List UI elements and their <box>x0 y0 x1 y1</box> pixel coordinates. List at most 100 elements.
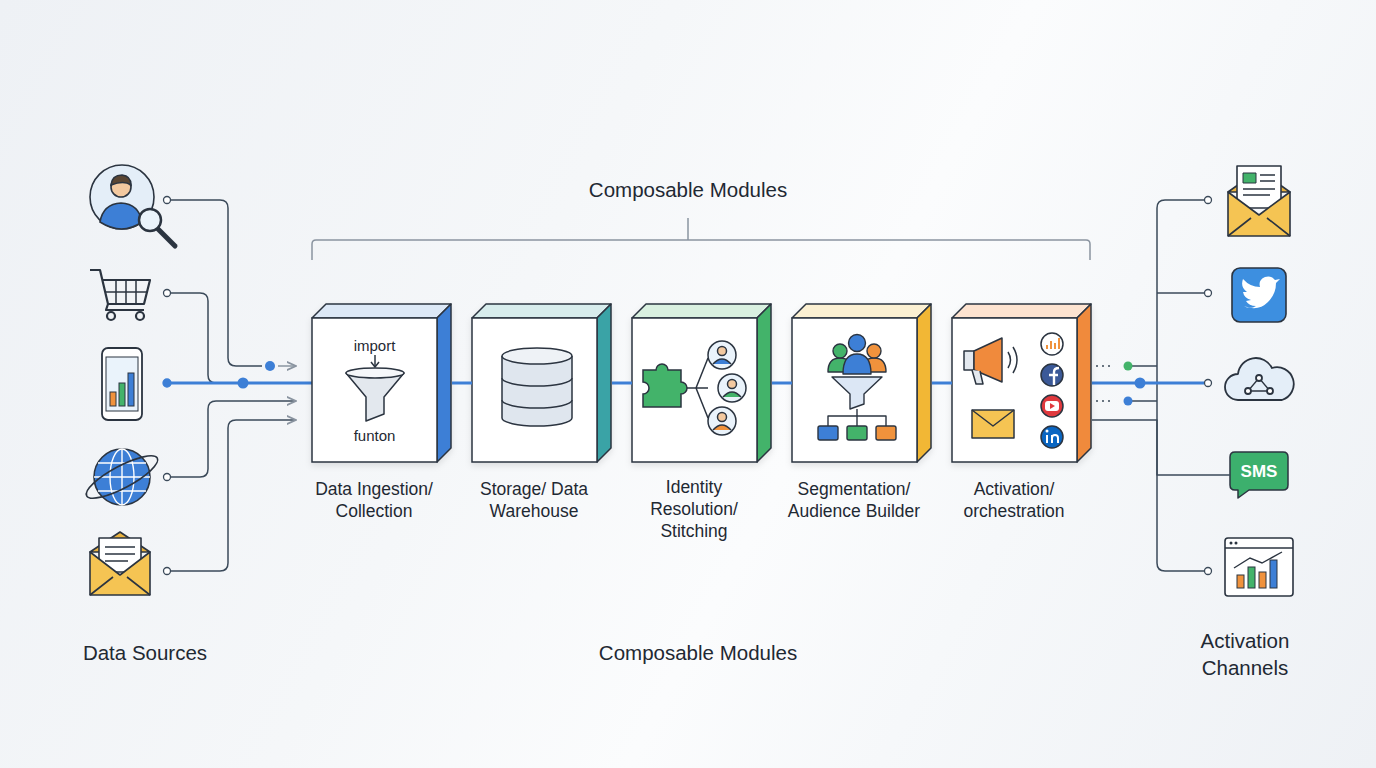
import-arrow <box>374 355 376 366</box>
avatar <box>708 407 736 435</box>
module-label: Activation/ orchestration <box>944 478 1084 522</box>
module-label: Storage/ Data Warehouse <box>459 478 609 522</box>
analytics-bars <box>1047 338 1059 349</box>
channel-wire <box>1157 292 1204 294</box>
window-dot <box>1230 542 1233 545</box>
twitter-bird <box>1242 276 1280 308</box>
source-wire <box>171 401 296 477</box>
wire-dot <box>164 568 171 575</box>
module-cube: Segmentation/ Audience Builder <box>792 303 932 463</box>
cube-front <box>792 318 917 462</box>
flow-dot <box>265 361 275 371</box>
node-outline <box>632 303 772 463</box>
wire-dot <box>164 290 171 297</box>
segment-box <box>876 426 896 440</box>
megaphone-back <box>964 351 974 370</box>
channel-label: SMS <box>1230 461 1288 483</box>
segment-box <box>847 426 867 440</box>
linkedin-logo <box>1047 435 1058 443</box>
network-node <box>1256 375 1262 381</box>
activation-icon <box>964 333 1063 448</box>
node-outline <box>472 303 612 463</box>
module-cube: Storage/ Data Warehouse <box>472 303 612 463</box>
wire-dot <box>164 197 171 204</box>
cube-top <box>792 304 931 318</box>
person-head <box>833 344 847 358</box>
flow-connector <box>772 382 792 385</box>
cart-base <box>106 304 144 310</box>
node-outline <box>792 303 932 463</box>
db-layer <box>502 378 572 408</box>
cube-front <box>472 318 597 462</box>
module-cube: importfuntonData Ingestion/ Collection <box>312 303 452 463</box>
megaphone-handle <box>972 370 983 384</box>
person-body <box>828 358 852 372</box>
megaphone-body <box>974 338 1002 382</box>
database-icon <box>502 348 572 426</box>
user-search-icon <box>90 165 175 246</box>
person-body <box>843 354 871 374</box>
network-node <box>1245 388 1251 394</box>
message-envelope <box>972 410 1014 438</box>
avatar-head <box>718 413 727 422</box>
dashboard-bar <box>1225 547 1293 549</box>
module-bracket <box>312 218 1090 260</box>
phone-body <box>102 348 142 420</box>
cloud-icon <box>1225 358 1294 400</box>
youtube-play <box>1050 403 1055 409</box>
magnifier-lens <box>139 209 161 231</box>
cube-front <box>632 318 757 462</box>
globe-icon <box>82 449 163 506</box>
flow-dot <box>1124 362 1133 371</box>
cube-side <box>437 304 451 462</box>
avatar-body <box>713 359 731 364</box>
cube-side <box>597 304 611 462</box>
avatar-body <box>713 425 731 430</box>
letter-image <box>1243 173 1256 183</box>
module-cube: Identity Resolution/ Stitching <box>632 303 772 463</box>
flow-connector <box>1092 420 1230 475</box>
source-wire <box>278 365 296 367</box>
chart-bar <box>1270 560 1277 588</box>
avatar-head <box>728 380 737 389</box>
cloud-shape <box>1225 358 1294 400</box>
dashboard-frame <box>1225 538 1293 596</box>
wire-dots <box>163 197 275 575</box>
cart-wheel <box>136 312 144 320</box>
flow-connector <box>932 382 952 385</box>
linkedin-badge <box>1041 426 1063 448</box>
globe-orbit <box>82 449 163 506</box>
email-source-icon <box>90 532 150 595</box>
module-cube: Activation/ orchestration <box>952 303 1092 463</box>
cart-wheel <box>107 312 115 320</box>
funnel-icon <box>346 355 404 421</box>
dashboard-icon <box>1225 538 1293 596</box>
main-activation-line <box>1092 382 1204 385</box>
cart-grid <box>105 280 148 304</box>
youtube-badge <box>1041 395 1063 417</box>
icon-hair <box>111 175 131 185</box>
section-label: Data Sources <box>60 640 230 666</box>
cube-front <box>312 318 437 462</box>
youtube-logo <box>1045 401 1059 411</box>
avatar-head <box>718 347 727 356</box>
phone-screen <box>106 357 138 411</box>
source-wire <box>171 420 296 571</box>
cube-top <box>312 304 451 318</box>
module-label: Segmentation/ Audience Builder <box>779 478 929 522</box>
channel-dots <box>1124 197 1212 575</box>
channel-wire <box>1157 208 1204 571</box>
avatar <box>708 341 736 369</box>
flow-connector <box>612 382 632 385</box>
facebook-badge <box>1041 364 1063 386</box>
source-wires <box>171 200 312 571</box>
bracket-line <box>312 240 1090 260</box>
wire-dot <box>1205 290 1212 297</box>
envelope-fold <box>1228 218 1290 236</box>
speech-bubble <box>1230 452 1288 498</box>
cube-top <box>952 304 1091 318</box>
sms-bubble: SMS <box>1230 452 1288 498</box>
node-outline <box>952 303 1092 463</box>
chart-bar <box>1237 575 1244 588</box>
flow-connector <box>452 382 472 385</box>
